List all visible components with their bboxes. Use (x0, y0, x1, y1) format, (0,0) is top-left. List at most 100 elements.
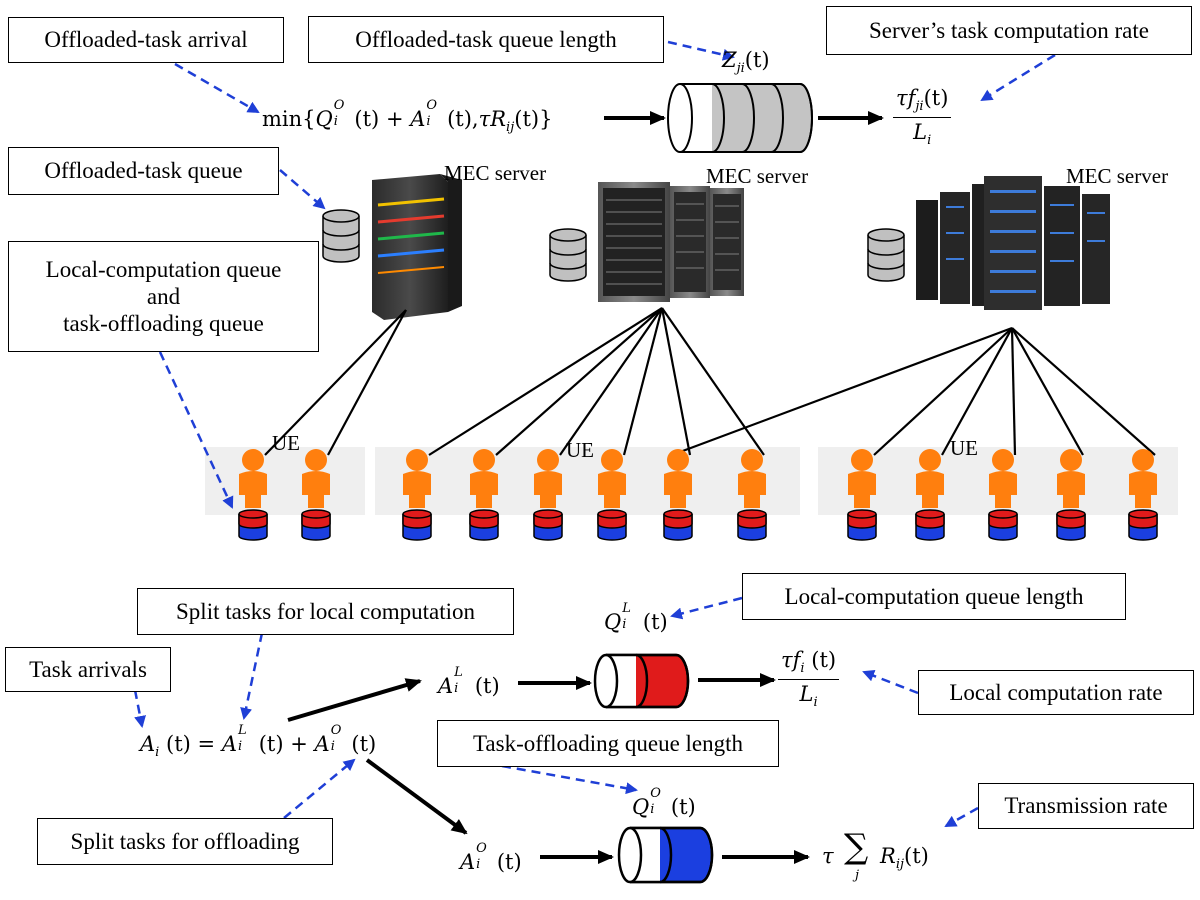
ue-user-icon (239, 449, 267, 508)
ue-user-icon (848, 449, 876, 508)
ue-link-2-1 (428, 307, 663, 456)
server-queue-icon-3 (867, 228, 905, 282)
ue-link-3-4 (1011, 327, 1084, 456)
ue-link-2-5 (660, 307, 692, 456)
ue-user-icon (534, 449, 562, 508)
label-local-queue-line-3: task-offloading queue (63, 311, 264, 337)
dash-queuelen-to-Z (667, 40, 735, 61)
dash-arrival-to-min (174, 62, 260, 114)
dash-offqlen-to-QO (501, 764, 638, 795)
server-queue-icon-1 (322, 209, 360, 263)
label-split-tasks-offloading: Split tasks for offloading (37, 818, 333, 865)
label-local-queue-line-1: Local-computation queue (45, 256, 282, 282)
label-local-queue-line-2: and (146, 283, 181, 309)
arrow-split-to-local (287, 678, 422, 722)
ue-queue-icon (915, 509, 945, 541)
ue-label-3: UE (950, 436, 978, 460)
ue-link-2-2 (495, 307, 663, 456)
ue-user-icon (1129, 449, 1157, 508)
ue-user-icon (470, 449, 498, 508)
dash-serverrate-to-frac (980, 53, 1056, 102)
math-Z-ji: Zji(t) (722, 48, 770, 76)
mec-server-2-icon (598, 182, 744, 302)
ue-link-3-5 (1011, 327, 1156, 456)
ue-server-links (264, 307, 1156, 456)
label-offloaded-task-queue-length: Offloaded-task queue length (308, 16, 664, 63)
label-offloaded-task-arrival: Offloaded-task arrival (8, 17, 284, 63)
ue-user-icon (989, 449, 1017, 508)
dash-localoff-to-ue (158, 351, 234, 509)
ue-user-icon (1057, 449, 1085, 508)
ue-queue-icon (533, 509, 563, 541)
ue-link-1-2 (327, 309, 407, 456)
dash-arrivals-to-Ai (133, 689, 146, 728)
ue-user-icon (302, 449, 330, 508)
ue-link-cross (679, 326, 1013, 454)
server-label-3: MEC server (1066, 164, 1169, 188)
ue-queue-icon (469, 509, 499, 541)
task-offloading-queue-cylinder (617, 826, 714, 884)
ue-users (238, 449, 1158, 541)
ue-user-icon (403, 449, 431, 508)
dash-splitlocal-to-AL (240, 632, 264, 720)
mec-server-3-icon (916, 176, 1110, 310)
ue-link-3-3 (1010, 327, 1017, 456)
label-split-tasks-local: Split tasks for local computation (137, 588, 514, 635)
server-label-2: MEC server (706, 164, 809, 188)
ue-user-icon (738, 449, 766, 508)
ue-link-1-1 (264, 309, 407, 456)
ue-link-3-1 (873, 327, 1013, 456)
math-local-rate-fraction: τfi (t) Li (778, 648, 840, 710)
label-local-computation-rate: Local computation rate (918, 670, 1194, 715)
ue-user-icon (664, 449, 692, 508)
ue-queue-icon (238, 509, 268, 541)
ue-queue-icon (1128, 509, 1158, 541)
dash-localrate-to-frac (862, 670, 919, 695)
ue-user-icon (916, 449, 944, 508)
dash-queue-to-cylinder (279, 169, 326, 210)
ue-label-2: UE (566, 438, 594, 462)
label-transmission-rate: Transmission rate (978, 783, 1194, 829)
server-label-1: MEC server (444, 161, 547, 185)
ue-queue-icon (402, 509, 432, 541)
ue-queue-icon (988, 509, 1018, 541)
label-local-computation-queue-length: Local-computation queue length (742, 573, 1126, 620)
ue-queue-icon (1056, 509, 1086, 541)
local-computation-queue-cylinder (593, 653, 690, 709)
label-task-offloading-queue-length: Task-offloading queue length (437, 720, 779, 767)
ue-link-3-2 (941, 327, 1013, 456)
ue-queue-icon (301, 509, 331, 541)
ue-queue-icon (663, 509, 693, 541)
label-server-task-computation-rate: Server’s task computation rate (826, 6, 1192, 55)
offloaded-task-queue-cylinder (667, 83, 813, 153)
math-transmission-sum: τ ∑ j Rij(t) (822, 827, 929, 883)
dash-localqlen-to-QL (670, 596, 743, 620)
ue-band-2 (375, 447, 800, 515)
ue-queue-icon (597, 509, 627, 541)
ue-queue-icon (737, 509, 767, 541)
ue-link-2-3 (559, 307, 663, 456)
ue-link-2-6 (661, 307, 765, 456)
arrow-split-to-offload (365, 758, 468, 835)
ue-user-icon (598, 449, 626, 508)
dash-splitoff-to-AO (283, 758, 356, 819)
math-server-rate-fraction: τfji(t) Li (893, 86, 952, 148)
server-queue-icon-2 (549, 228, 587, 282)
ue-link-2-4 (622, 307, 664, 456)
mec-server-1-icon (372, 174, 462, 320)
label-offloaded-task-queue: Offloaded-task queue (8, 147, 279, 195)
dash-transrate-to-sum (944, 806, 979, 828)
ue-label-1: UE (272, 431, 300, 455)
ue-band-1 (205, 447, 365, 515)
label-task-arrivals: Task arrivals (5, 647, 171, 692)
ue-queue-icon (847, 509, 877, 541)
label-local-and-offloading-queue: Local-computation queue and task-offload… (8, 241, 319, 352)
